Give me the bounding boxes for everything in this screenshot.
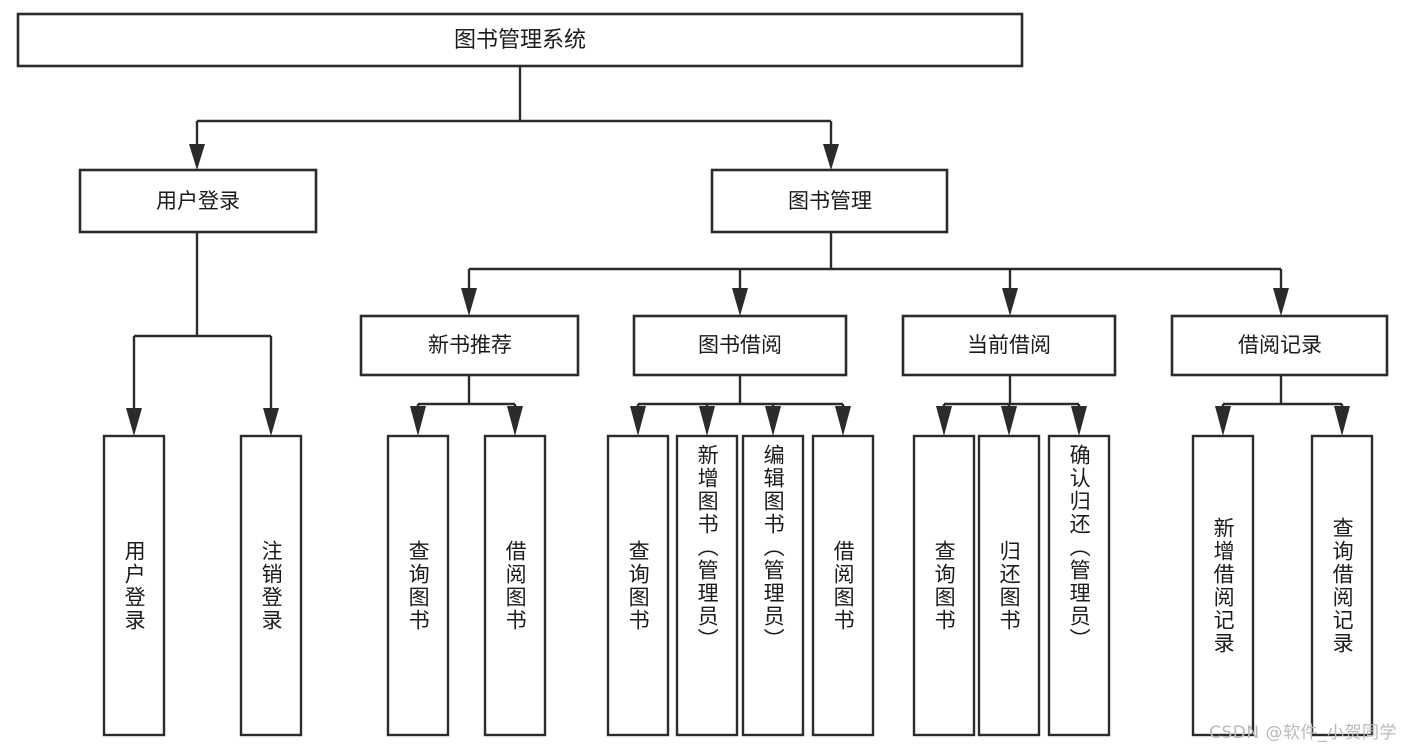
arrow-head-icon xyxy=(765,406,781,436)
node-new-book-recommend[interactable]: 新书推荐 xyxy=(359,314,580,377)
node-user-login-box[interactable] xyxy=(78,168,318,234)
node-root-label: 图书管理系统 xyxy=(454,28,586,53)
arrow-head-icon xyxy=(189,144,205,170)
arrow-head-icon xyxy=(507,406,523,436)
node-book-management[interactable]: 图书管理 xyxy=(710,168,949,234)
arrow-head-icon xyxy=(461,288,477,316)
node-borrow-record-box[interactable] xyxy=(1170,314,1389,377)
edge-borrow-to-leaves xyxy=(630,375,851,436)
node-book-management-label: 图书管理 xyxy=(788,189,872,213)
node-user-login[interactable]: 用户登录 xyxy=(78,168,318,234)
leaf-box-edit-book[interactable] xyxy=(741,434,805,737)
arrow-head-icon xyxy=(1334,406,1350,436)
leaf-box-query-record[interactable] xyxy=(1310,434,1374,737)
edge-root-to-level2 xyxy=(189,66,839,170)
node-root-box[interactable] xyxy=(16,12,1024,68)
node-book-borrow-box[interactable] xyxy=(632,314,848,377)
arrow-head-icon xyxy=(936,406,952,436)
node-current-borrow-label: 当前借阅 xyxy=(967,333,1051,357)
leaf-box-logout[interactable] xyxy=(239,434,303,737)
node-current-borrow[interactable]: 当前借阅 xyxy=(901,314,1117,377)
node-book-borrow-label: 图书借阅 xyxy=(698,333,782,357)
leaf-box-user-login[interactable] xyxy=(102,434,166,737)
leaf-box-add-book[interactable] xyxy=(675,434,739,737)
node-borrow-record[interactable]: 借阅记录 xyxy=(1170,314,1389,377)
arrow-head-icon xyxy=(1273,288,1289,316)
leaf-box-confirm-return[interactable] xyxy=(1047,434,1111,737)
leaf-box-query-book-2[interactable] xyxy=(606,434,670,737)
watermark-text: CSDN @软件_小贺同学 xyxy=(1209,723,1397,743)
node-new-book-recommend-label: 新书推荐 xyxy=(428,333,512,357)
arrow-head-icon xyxy=(699,406,715,436)
node-root[interactable]: 图书管理系统 xyxy=(16,12,1024,68)
leaf-box-query-book-1[interactable] xyxy=(386,434,450,737)
edge-bookmgmt-to-level3 xyxy=(461,232,1289,316)
leaf-box-query-book-3[interactable] xyxy=(912,434,976,737)
edge-current-to-leaves xyxy=(936,375,1087,436)
arrow-head-icon xyxy=(823,144,839,170)
arrow-head-icon xyxy=(1215,406,1231,436)
arrow-head-icon xyxy=(410,406,426,436)
edge-userlogin-to-leaves xyxy=(126,232,279,436)
node-current-borrow-box[interactable] xyxy=(901,314,1117,377)
node-book-management-box[interactable] xyxy=(710,168,949,234)
arrow-head-icon xyxy=(732,288,748,316)
node-new-book-recommend-box[interactable] xyxy=(359,314,580,377)
node-borrow-record-label: 借阅记录 xyxy=(1238,333,1322,357)
arrow-head-icon xyxy=(263,408,279,436)
node-book-borrow[interactable]: 图书借阅 xyxy=(632,314,848,377)
edge-recommend-to-leaves xyxy=(410,375,523,436)
leaf-box-return-book[interactable] xyxy=(977,434,1041,737)
arrow-head-icon xyxy=(835,406,851,436)
arrow-head-icon xyxy=(1001,406,1017,436)
node-user-login-label: 用户登录 xyxy=(156,189,240,213)
leaf-box-add-record[interactable] xyxy=(1191,434,1255,737)
leaf-box-borrow-book-2[interactable] xyxy=(811,434,875,737)
arrow-head-icon xyxy=(1002,288,1018,316)
leaf-box-borrow-book-1[interactable] xyxy=(483,434,547,737)
arrow-head-icon xyxy=(630,406,646,436)
arrow-head-icon xyxy=(1071,406,1087,436)
edge-record-to-leaves xyxy=(1215,375,1350,436)
arrow-head-icon xyxy=(126,408,142,436)
